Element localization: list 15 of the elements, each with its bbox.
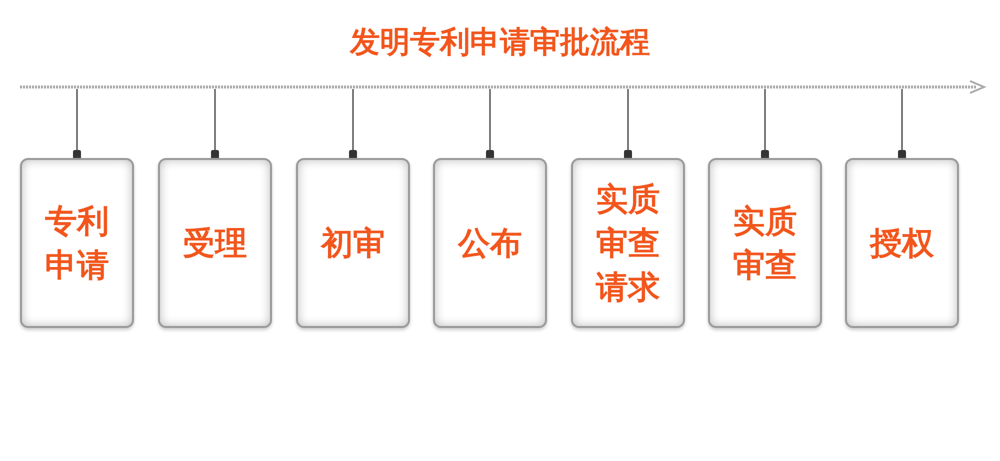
hanging-card <box>708 158 822 328</box>
hanging-card <box>158 158 272 328</box>
card-label: 授权 <box>868 223 935 264</box>
diagram-title: 发明专利申请审批流程 <box>348 24 651 62</box>
card-label: 受理 <box>182 223 248 264</box>
hanging-card <box>433 158 547 328</box>
card-label: 初审 <box>319 223 386 264</box>
card-label: 实质审查 <box>732 201 798 286</box>
hanging-card <box>571 158 685 328</box>
card-label: 专利申请 <box>44 201 110 286</box>
hanging-card <box>296 158 410 328</box>
hanging-card <box>20 158 134 328</box>
card-label: 公布 <box>456 223 523 264</box>
card-label: 实质审查请求 <box>594 179 661 308</box>
hanging-card <box>845 158 959 328</box>
